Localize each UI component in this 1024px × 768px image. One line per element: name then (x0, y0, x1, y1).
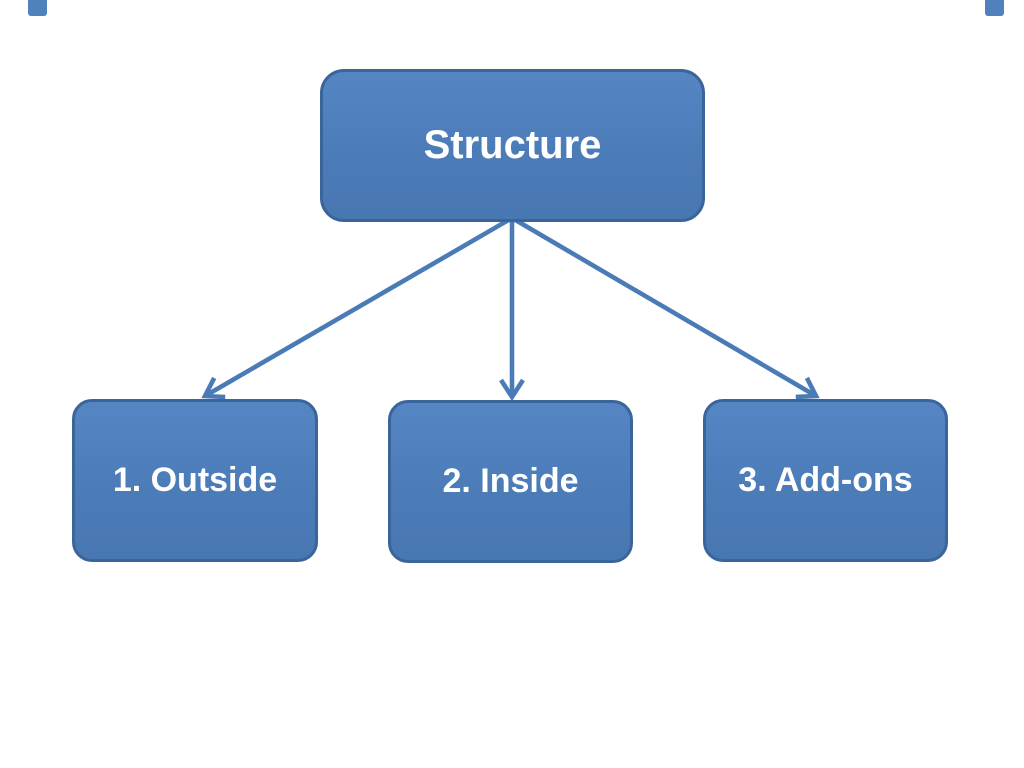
node-structure: Structure (320, 69, 705, 222)
node-outside: 1. Outside (72, 399, 318, 562)
corner-accent-left (28, 0, 47, 16)
arrow-structure-to-addons (510, 216, 820, 400)
node-outside-label: 1. Outside (112, 461, 278, 499)
node-addons: 3. Add-ons (703, 399, 948, 562)
node-inside-label: 2. Inside (442, 462, 579, 500)
node-addons-label: 3. Add-ons (738, 461, 913, 499)
arrow-structure-to-outside (201, 216, 514, 400)
node-inside: 2. Inside (388, 400, 633, 563)
corner-accent-right (985, 0, 1004, 16)
node-structure-label: Structure (423, 123, 602, 167)
